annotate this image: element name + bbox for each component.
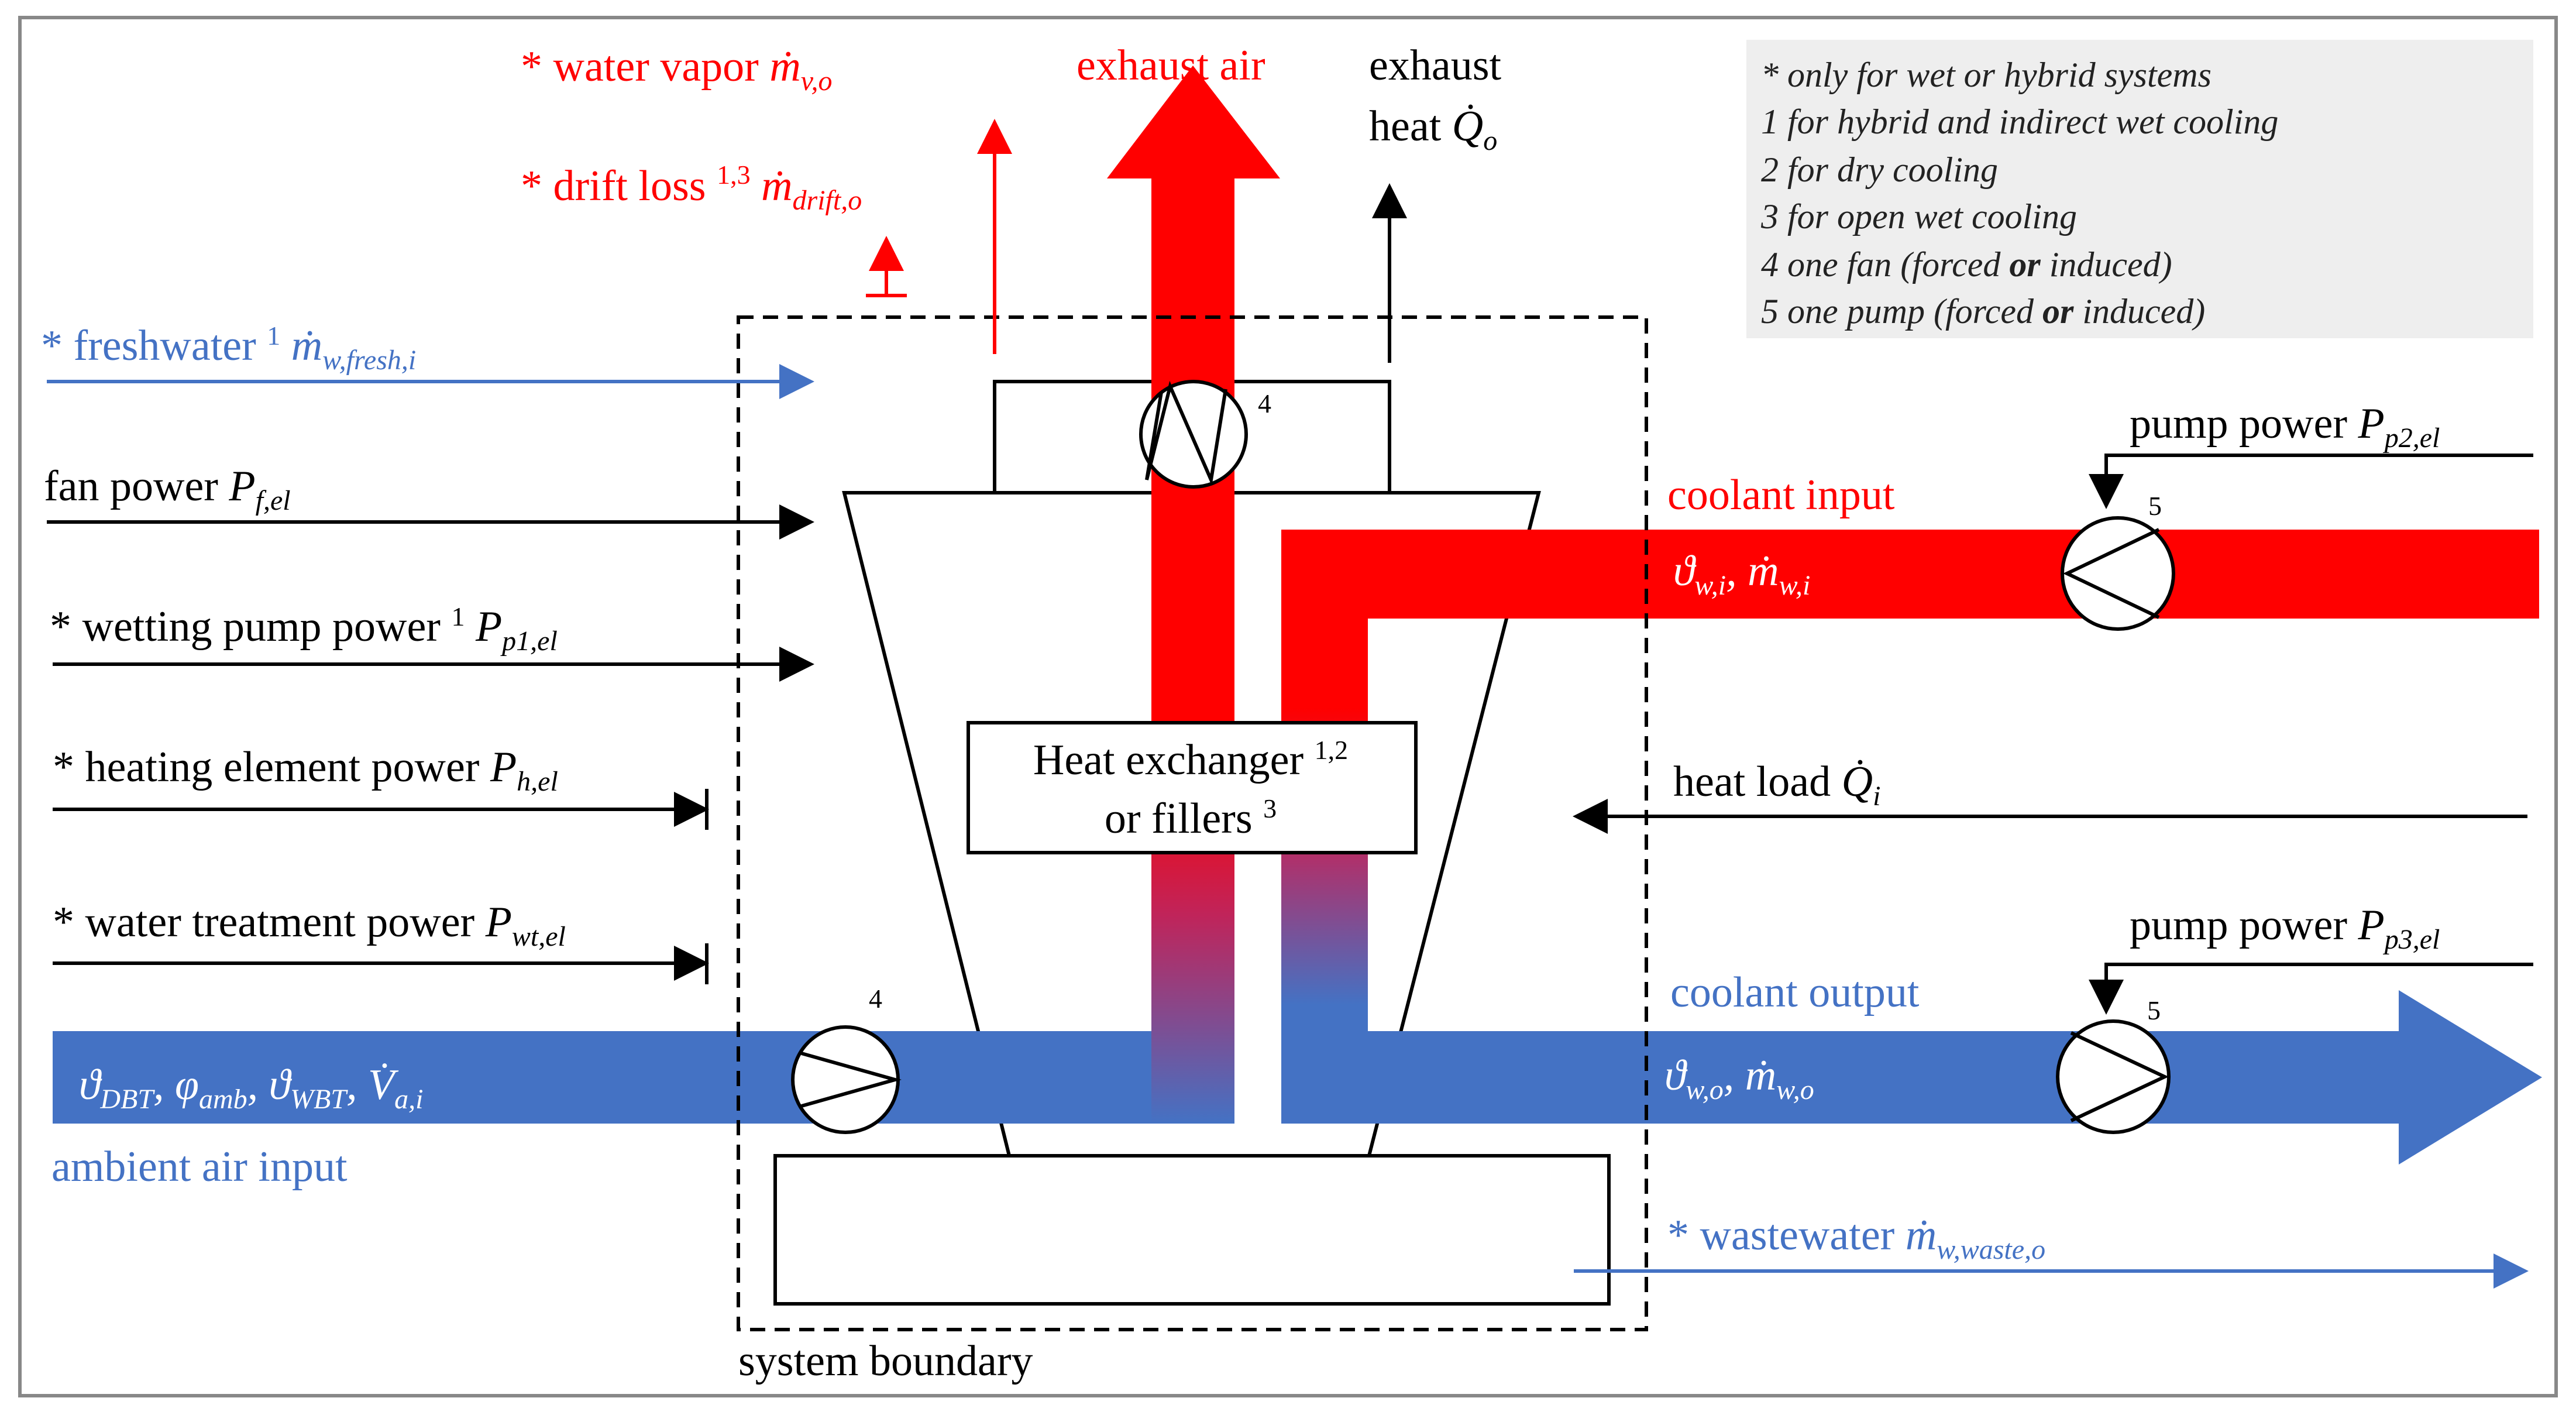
system-boundary-box xyxy=(737,315,1648,1331)
heat-exchanger-line1: Heat exchanger 1,2 xyxy=(1033,735,1348,784)
coolant-input-label: coolant input xyxy=(1667,471,1895,519)
coolant-input-pump-icon xyxy=(2061,516,2175,631)
ambient-air-variables: ϑDBT, φamb, ϑWBT, V̇a,i xyxy=(79,1061,424,1115)
exhaust-heat-label-line2: heat Q̇o xyxy=(1369,102,1497,156)
heat-exchanger-line2: or fillers 3 xyxy=(1105,794,1277,843)
coolant-output-flow xyxy=(1281,1031,2451,1124)
heat-exchanger-box xyxy=(967,721,1418,854)
coolant-output-variables: ϑw,o, ṁw,o xyxy=(1664,1052,1814,1105)
pump-p2-power-line xyxy=(2089,454,2533,509)
system-boundary-label: system boundary xyxy=(738,1337,1033,1385)
outer-frame xyxy=(18,16,2558,1397)
legend-line-1: * only for wet or hybrid systems xyxy=(1761,56,2212,94)
water-basin xyxy=(773,1154,1611,1306)
output-pump-number: 5 xyxy=(2147,995,2161,1025)
drift-loss-label: * drift loss 1,3 ṁdrift,o xyxy=(521,160,862,216)
top-fan-icon xyxy=(1139,380,1248,489)
legend-line-6: 5 one pump (forced or induced) xyxy=(1761,292,2205,331)
freshwater-label: * freshwater 1 ṁw,fresh,i xyxy=(41,321,416,376)
bottom-fan-number: 4 xyxy=(869,984,882,1014)
pump-p3-power-line xyxy=(2089,963,2533,1015)
input-pump-number: 5 xyxy=(2148,491,2162,521)
water-treatment-label: * water treatment power Pwt,el xyxy=(53,898,566,952)
legend-line-4: 3 for open wet cooling xyxy=(1760,197,2077,236)
wastewater-label: * wastewater ṁw,waste,o xyxy=(1667,1211,2045,1265)
pump-p3-label: pump power Pp3,el xyxy=(2130,901,2440,955)
coolant-output-arrowhead xyxy=(2399,990,2542,1165)
exhaust-air-label: exhaust air xyxy=(1077,42,1265,90)
legend-box xyxy=(1746,40,2533,338)
legend-line-5: 4 one fan (forced or induced) xyxy=(1761,245,2172,284)
exhaust-heat-label-line1: exhaust xyxy=(1369,42,1501,90)
heating-element-label: * heating element power Ph,el xyxy=(53,743,558,797)
coolant-output-pump-icon xyxy=(2056,1019,2171,1134)
air-updraft xyxy=(1151,176,1234,1124)
coolant-input-variables: ϑw,i, ṁw,i xyxy=(1673,547,1810,601)
ambient-air-flow xyxy=(53,1031,1234,1124)
bottom-fan-icon xyxy=(791,1025,902,1134)
top-fan-number: 4 xyxy=(1258,389,1271,418)
water-vapor-label: * water vapor ṁv,o xyxy=(521,43,833,97)
coolant-input-flow xyxy=(1281,530,2539,619)
legend-line-2: 1 for hybrid and indirect wet cooling xyxy=(1761,102,2278,141)
coolant-output-label: coolant output xyxy=(1670,968,1920,1016)
exhaust-air-arrowhead xyxy=(1107,66,1280,178)
fan-power-label: fan power Pf,el xyxy=(44,462,291,516)
legend-line-3: 2 for dry cooling xyxy=(1761,150,1998,189)
heat-load-label: heat load Q̇i xyxy=(1673,758,1880,812)
wetting-pump-label: * wetting pump power 1 Pp1,el xyxy=(50,602,558,657)
pump-p2-label: pump power Pp2,el xyxy=(2130,400,2440,454)
ambient-air-input-label: ambient air input xyxy=(51,1143,348,1191)
